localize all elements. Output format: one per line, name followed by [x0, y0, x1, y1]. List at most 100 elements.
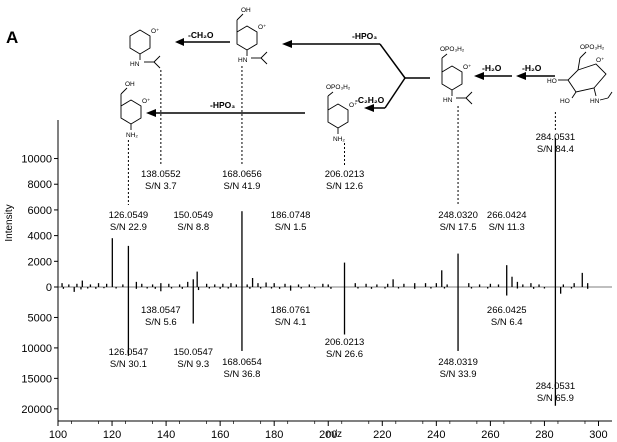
spectrum-bottom — [62, 287, 589, 406]
x-tick-label: 300 — [589, 429, 607, 441]
peak-sn-bottom: S/N 36.8 — [223, 369, 260, 380]
svg-text:-HPO₃: -HPO₃ — [352, 31, 377, 41]
peak-sn-bottom: S/N 30.1 — [110, 359, 147, 370]
svg-text:HN: HN — [443, 97, 453, 104]
svg-text:HO: HO — [547, 78, 557, 85]
y-tick-label: 8000 — [28, 179, 52, 191]
peak-sn-bottom: S/N 5.6 — [145, 317, 177, 328]
peak-label-top: 150.0549 — [173, 210, 213, 221]
x-tick-label: 140 — [157, 429, 175, 441]
peak-label-top: 248.0320 — [438, 210, 478, 221]
svg-text:HN: HN — [130, 61, 140, 68]
peak-sn-top: S/N 41.9 — [223, 181, 260, 192]
arrow-ch2o: -CH₂O — [175, 30, 230, 46]
y-tick-label: 5000 — [28, 312, 52, 324]
svg-text:O⁺: O⁺ — [142, 98, 151, 105]
svg-text:OH: OH — [125, 81, 135, 88]
peak-sn-bottom: S/N 33.9 — [440, 369, 477, 380]
svg-text:-CH₂O: -CH₂O — [188, 30, 214, 40]
svg-text:-HPO₃: -HPO₃ — [210, 100, 235, 110]
y-axis-label: Intensity — [4, 204, 15, 241]
svg-text:OPO₃H₂: OPO₃H₂ — [326, 84, 351, 91]
structure-4: O⁺ OPO₃H₂ NH₂ — [326, 84, 358, 143]
y-tick-label: 10000 — [21, 343, 52, 355]
svg-text:NH₂: NH₂ — [333, 136, 345, 143]
svg-text:O⁺: O⁺ — [258, 24, 267, 31]
arrow-hpo3-top: -HPO₃ — [282, 31, 406, 79]
peak-sn-bottom: S/N 65.9 — [537, 393, 574, 404]
peak-label-bottom: 168.0654 — [222, 357, 262, 368]
x-tick-label: 100 — [49, 429, 67, 441]
peak-label-top: 138.0552 — [141, 169, 181, 180]
peak-label-bottom: 126.0547 — [109, 347, 149, 358]
peak-label-bottom: 150.0547 — [173, 347, 213, 358]
x-tick-label: 280 — [535, 429, 553, 441]
peak-label-bottom: 284.0531 — [536, 381, 576, 392]
svg-text:-H₂O: -H₂O — [522, 63, 542, 73]
peak-sn-top: S/N 84.4 — [537, 144, 574, 155]
peak-label-bottom: 206.0213 — [325, 337, 365, 348]
x-axis-label: m/z — [326, 429, 342, 440]
peak-label-top: 206.0213 — [325, 169, 365, 180]
peak-sn-bottom: S/N 4.1 — [275, 317, 307, 328]
spectrum-top — [61, 137, 589, 287]
y-tick-label: 0 — [46, 282, 52, 294]
peak-label-bottom: 248.0319 — [438, 357, 478, 368]
svg-text:-H₂O: -H₂O — [482, 63, 502, 73]
structure-6: O⁺ OPO₃H₂ HO HO HN — [547, 44, 613, 105]
svg-text:HN: HN — [590, 98, 600, 105]
peak-sn-bottom: S/N 9.3 — [177, 359, 209, 370]
fragmentation-scheme: -CH₂O -HPO₃ -C₂H₂O -HPO₃ -H₂O — [120, 7, 613, 143]
peak-sn-top: S/N 3.7 — [145, 181, 177, 192]
svg-text:OH: OH — [241, 7, 251, 14]
peak-label-top: 284.0531 — [536, 132, 576, 143]
peak-label-top: 126.0549 — [109, 210, 149, 221]
arrow-h2o-b: -H₂O — [516, 63, 555, 80]
x-tick-label: 260 — [481, 429, 499, 441]
y-tick-label: 4000 — [28, 231, 52, 243]
y-tick-label: 6000 — [28, 205, 52, 217]
svg-text:HN: HN — [238, 57, 248, 64]
arrow-c2h2o: -C₂H₂O — [355, 77, 430, 112]
peak-label-top: 168.0656 — [222, 169, 262, 180]
peak-sn-top: S/N 11.3 — [489, 222, 525, 233]
peak-label-bottom: 266.0425 — [487, 305, 527, 316]
structure-3: O⁺ OH NH₂ — [120, 81, 151, 139]
peak-sn-top: S/N 1.5 — [275, 222, 307, 233]
svg-text:O⁺: O⁺ — [151, 28, 160, 35]
peak-label-bottom: 186.0761 — [271, 305, 311, 316]
svg-text:NH₂: NH₂ — [126, 132, 138, 139]
x-tick-label: 180 — [265, 429, 283, 441]
peak-sn-bottom: S/N 6.4 — [491, 317, 523, 328]
y-tick-label: 15000 — [21, 373, 52, 385]
structure-1: O⁺ HN — [129, 28, 161, 69]
svg-text:O⁺: O⁺ — [349, 102, 358, 109]
x-tick-label: 120 — [103, 429, 121, 441]
panel-label: A — [6, 28, 18, 47]
arrow-hpo3-mid: -HPO₃ — [146, 100, 305, 117]
x-tick-label: 220 — [373, 429, 391, 441]
y-tick-label: 20000 — [21, 404, 52, 416]
svg-text:O⁺: O⁺ — [596, 57, 605, 64]
peak-label-bottom: 138.0547 — [141, 305, 181, 316]
peak-label-top: 266.0424 — [487, 210, 527, 221]
structure-5: O⁺ OPO₃H₂ HN — [440, 46, 473, 105]
y-tick-label: 2000 — [28, 256, 52, 268]
x-tick-label: 160 — [211, 429, 229, 441]
peak-sn-bottom: S/N 26.6 — [326, 349, 363, 360]
svg-text:OPO₃H₂: OPO₃H₂ — [580, 44, 605, 51]
peak-sn-top: S/N 12.6 — [326, 181, 363, 192]
svg-text:-C₂H₂O: -C₂H₂O — [355, 95, 385, 105]
structure-2: O⁺ OH HN — [236, 7, 268, 65]
svg-text:OPO₃H₂: OPO₃H₂ — [440, 46, 465, 53]
svg-text:O⁺: O⁺ — [463, 64, 472, 71]
peak-sn-top: S/N 17.5 — [440, 222, 477, 233]
x-tick-label: 240 — [427, 429, 445, 441]
peak-label-top: 186.0748 — [271, 210, 311, 221]
peak-sn-top: S/N 8.8 — [177, 222, 209, 233]
arrow-h2o-a: -H₂O — [474, 63, 512, 80]
